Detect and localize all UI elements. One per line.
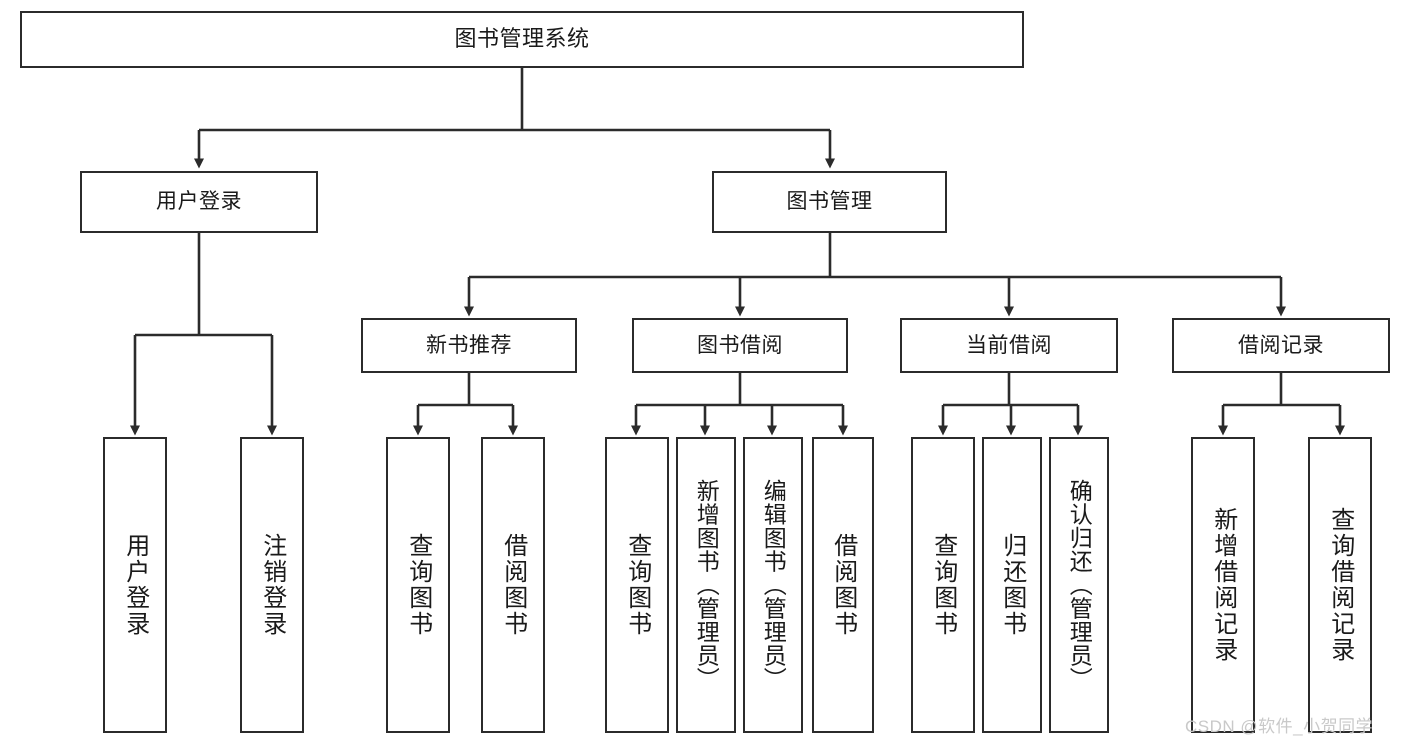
node-label: 确认归还（管理员） xyxy=(1066,479,1093,691)
node-label: 新增借阅记录 xyxy=(1209,507,1237,663)
node-leaf-add-book[interactable]: 新增图书（管理员） xyxy=(676,437,736,733)
node-user-login[interactable]: 用户登录 xyxy=(80,171,318,233)
node-label: 用户登录 xyxy=(121,533,149,637)
node-label: 新书推荐 xyxy=(426,333,512,357)
node-label: 查询图书 xyxy=(623,533,651,637)
node-leaf-edit-book[interactable]: 编辑图书（管理员） xyxy=(743,437,803,733)
node-book-management[interactable]: 图书管理 xyxy=(712,171,947,233)
node-leaf-query-book-1[interactable]: 查询图书 xyxy=(386,437,450,733)
csdn-watermark: CSDN @软件_小贺同学 xyxy=(1185,717,1374,736)
node-label: 借阅图书 xyxy=(499,533,527,637)
node-label: 归还图书 xyxy=(998,533,1026,637)
node-label: 当前借阅 xyxy=(966,333,1052,357)
node-label: 用户登录 xyxy=(156,190,242,214)
node-label: 编辑图书（管理员） xyxy=(760,479,787,691)
node-label: 查询图书 xyxy=(929,533,957,637)
node-label: 新增图书（管理员） xyxy=(693,479,720,691)
node-label: 图书管理 xyxy=(786,190,873,214)
node-leaf-confirm-return[interactable]: 确认归还（管理员） xyxy=(1049,437,1109,733)
node-label: 图书管理系统 xyxy=(454,26,590,52)
node-leaf-query-borrow-record[interactable]: 查询借阅记录 xyxy=(1308,437,1372,733)
node-leaf-return-book[interactable]: 归还图书 xyxy=(982,437,1042,733)
node-leaf-add-borrow-record[interactable]: 新增借阅记录 xyxy=(1191,437,1255,733)
node-borrow-record[interactable]: 借阅记录 xyxy=(1172,318,1390,373)
node-leaf-user-login[interactable]: 用户登录 xyxy=(103,437,167,733)
node-leaf-logout[interactable]: 注销登录 xyxy=(240,437,304,733)
node-leaf-borrow-book-2[interactable]: 借阅图书 xyxy=(812,437,874,733)
node-leaf-query-book-3[interactable]: 查询图书 xyxy=(911,437,975,733)
node-label: 借阅图书 xyxy=(829,533,857,637)
node-label: 注销登录 xyxy=(258,533,286,637)
node-leaf-borrow-book-1[interactable]: 借阅图书 xyxy=(481,437,545,733)
node-label: 借阅记录 xyxy=(1238,333,1324,357)
node-label: 图书借阅 xyxy=(697,333,783,357)
node-new-book-recommend[interactable]: 新书推荐 xyxy=(361,318,577,373)
node-label: 查询图书 xyxy=(404,533,432,637)
node-root-system[interactable]: 图书管理系统 xyxy=(20,11,1024,68)
node-current-borrow[interactable]: 当前借阅 xyxy=(900,318,1118,373)
node-book-borrow[interactable]: 图书借阅 xyxy=(632,318,848,373)
node-leaf-query-book-2[interactable]: 查询图书 xyxy=(605,437,669,733)
node-label: 查询借阅记录 xyxy=(1326,507,1354,663)
